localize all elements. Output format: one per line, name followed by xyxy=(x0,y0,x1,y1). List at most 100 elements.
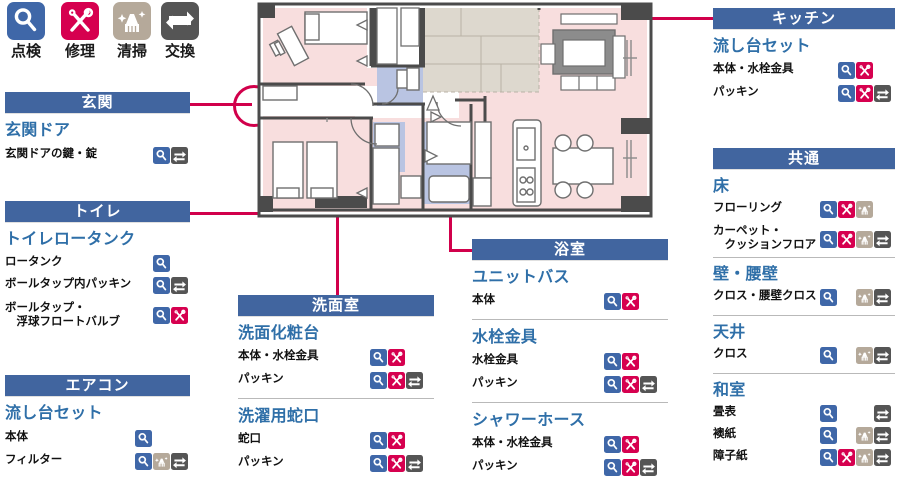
inspect-magnifier-icon xyxy=(604,436,621,453)
inspect-magnifier-icon xyxy=(370,372,387,389)
row-label: 水栓金具 xyxy=(472,352,518,366)
row-label: 本体・水栓金具 xyxy=(472,435,553,449)
row-icons xyxy=(153,307,188,324)
row-label: クロス xyxy=(713,346,748,360)
inspect-magnifier-icon xyxy=(820,201,837,218)
row-icons xyxy=(370,432,405,449)
exchange-arrows-icon xyxy=(171,147,188,164)
row-icons xyxy=(820,231,891,248)
exchange-arrows-icon xyxy=(874,231,891,248)
icon-placeholder xyxy=(838,405,855,422)
section-header-senmenshitsu: 洗面室 xyxy=(238,295,434,316)
group-title-laundry-tap: 洗濯用蛇口 xyxy=(238,406,320,425)
exchange-arrows-icon xyxy=(874,347,891,364)
repair-tools-icon xyxy=(622,353,639,370)
exchange-arrows-icon xyxy=(874,427,891,444)
row-icons xyxy=(135,453,188,470)
row-icons xyxy=(370,455,423,472)
inspect-magnifier-icon xyxy=(370,349,387,366)
clean-brush-icon xyxy=(113,2,151,40)
group-title-washitsu: 和室 xyxy=(713,380,746,399)
inspect-magnifier-icon xyxy=(135,453,152,470)
legend-label: 交換 xyxy=(164,42,195,60)
legend-item-clean: 清掃 xyxy=(108,2,156,59)
group-title-sink-set: 流し台セット xyxy=(713,36,811,55)
row-label: 畳表 xyxy=(713,404,736,418)
repair-tools-icon xyxy=(622,376,639,393)
repair-tools-icon xyxy=(61,2,99,40)
apartment-floor-plan xyxy=(255,0,655,220)
row-label: ロータンク xyxy=(5,254,63,268)
section-kyotsu: 共通 床 フローリング カーペット・ クッションフロア 壁・腰壁 クロス・腰壁ク… xyxy=(713,148,895,468)
exchange-arrows-icon xyxy=(171,453,188,470)
row-label: 蛇口 xyxy=(238,431,261,445)
section-kitchen: キッチン 流し台セット 本体・水栓金具 パッキン xyxy=(713,8,895,104)
repair-tools-icon xyxy=(856,85,873,102)
connector-bath-v xyxy=(449,190,452,252)
divider xyxy=(472,402,668,403)
inspect-magnifier-icon xyxy=(370,455,387,472)
row-icons xyxy=(153,147,188,164)
inspect-magnifier-icon xyxy=(604,376,621,393)
legend-label: 修理 xyxy=(64,42,95,60)
legend-label: 点検 xyxy=(10,42,41,60)
clean-brush-icon xyxy=(856,449,873,466)
divider xyxy=(713,315,895,316)
inspect-magnifier-icon xyxy=(604,293,621,310)
row-label: パッキン xyxy=(713,84,759,98)
repair-tools-icon xyxy=(171,307,188,324)
repair-tools-icon xyxy=(838,201,855,218)
clean-brush-icon xyxy=(856,427,873,444)
row-icons xyxy=(153,277,188,294)
row-label: パッキン xyxy=(238,454,284,468)
exchange-arrows-icon xyxy=(874,449,891,466)
section-toilet: トイレ トイレロータンク ロータンク ボールタップ内パッキン ボールタップ・ 浮… xyxy=(5,201,190,328)
group-title-unit-bath: ユニットバス xyxy=(472,267,570,286)
divider xyxy=(713,257,895,258)
divider xyxy=(238,398,434,399)
section-header-toilet: トイレ xyxy=(5,201,190,222)
row-icons xyxy=(838,85,891,102)
legend-label: 清掃 xyxy=(116,42,147,60)
inspect-magnifier-icon xyxy=(135,430,152,447)
row-label: パッキン xyxy=(472,375,518,389)
inspect-magnifier-icon xyxy=(604,459,621,476)
inspect-magnifier-icon xyxy=(153,255,170,272)
exchange-arrows-icon xyxy=(171,277,188,294)
repair-tools-icon xyxy=(388,455,405,472)
repair-tools-icon xyxy=(622,436,639,453)
row-icons xyxy=(604,293,639,310)
row-label: カーペット・ クッションフロア xyxy=(713,223,817,251)
row-icons xyxy=(370,349,405,366)
row-icons xyxy=(135,430,152,447)
section-senmenshitsu: 洗面室 洗面化粧台 本体・水栓金具 パッキン 洗濯用蛇口 蛇口 パッキン xyxy=(238,295,434,474)
exchange-arrows-icon xyxy=(640,376,657,393)
group-title-faucet: 水栓金具 xyxy=(472,327,538,346)
inspect-magnifier-icon xyxy=(820,405,837,422)
row-label: パッキン xyxy=(238,371,284,385)
exchange-arrows-icon xyxy=(406,455,423,472)
inspect-magnifier-icon xyxy=(820,347,837,364)
row-icons xyxy=(153,255,170,272)
inspect-magnifier-icon xyxy=(820,449,837,466)
repair-tools-icon xyxy=(856,62,873,79)
section-genkan: 玄関 玄関ドア 玄関ドアの鍵・錠 xyxy=(5,92,190,165)
section-header-kitchen: キッチン xyxy=(713,8,895,29)
connector-genkan xyxy=(190,103,252,106)
row-icons xyxy=(820,289,891,306)
icon-placeholder xyxy=(838,289,855,306)
clean-brush-icon xyxy=(153,453,170,470)
section-header-kyotsu: 共通 xyxy=(713,148,895,169)
row-icons xyxy=(604,353,639,370)
inspect-magnifier-icon xyxy=(604,353,621,370)
divider xyxy=(713,373,895,374)
inspect-magnifier-icon xyxy=(820,231,837,248)
group-title-genkan-door: 玄関ドア xyxy=(5,120,71,139)
group-title-wall: 壁・腰壁 xyxy=(713,264,779,283)
row-label: パッキン xyxy=(472,458,518,472)
inspect-magnifier-icon xyxy=(370,432,387,449)
exchange-arrows-icon xyxy=(161,2,199,40)
inspect-magnifier-icon xyxy=(838,85,855,102)
divider xyxy=(472,319,668,320)
row-label: ボールタップ・ 浮球フロートバルブ xyxy=(5,300,120,328)
